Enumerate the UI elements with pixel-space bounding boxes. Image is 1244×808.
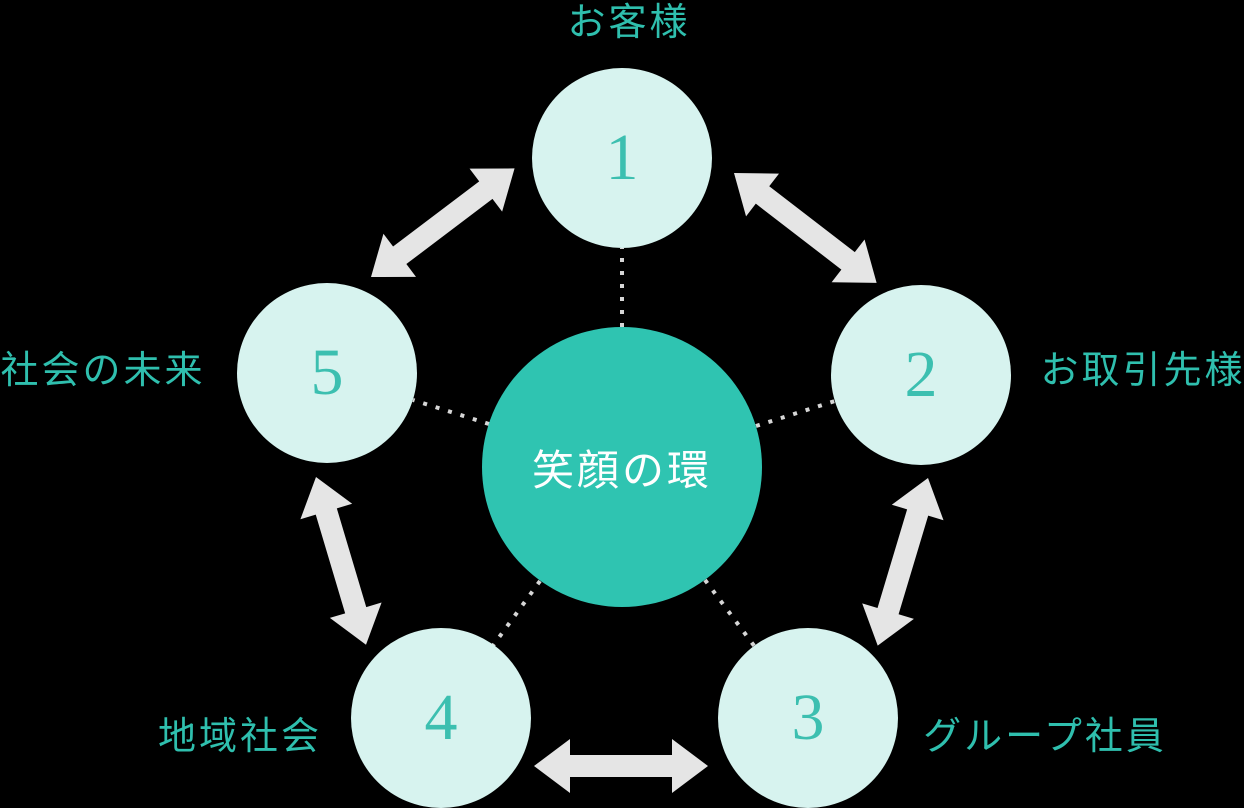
node-number-5: 5 [310,336,344,409]
double-arrow-1-2 [734,173,877,283]
node-label-1: お客様 [567,2,691,44]
dotted-connector-center-3 [703,578,757,649]
node-label-4: 地域社会 [157,716,323,758]
dotted-connector-center-4 [490,579,542,649]
dotted-connector-center-5 [412,398,490,426]
double-arrow-2-3 [862,478,944,646]
double-arrow-4-3 [534,739,708,793]
center-circle: 笑顔の環 [482,327,762,607]
node-circle-2: 2 [831,285,1011,465]
node-number-1: 1 [605,121,639,194]
double-arrow-5-4 [300,477,382,645]
center-label: 笑顔の環 [531,448,712,495]
node-number-2: 2 [904,338,938,411]
node-label-2: お取引先様 [1040,350,1244,392]
double-arrow-5-1 [371,168,515,277]
node-label-5: 社会の未来 [0,350,206,392]
node-circle-5: 5 [237,283,417,463]
node-number-4: 4 [424,681,458,754]
node-label-3: グループ社員 [923,716,1167,758]
node-number-3: 3 [791,681,825,754]
node-circle-4: 4 [351,628,531,808]
node-circle-1: 1 [532,68,712,248]
dotted-connector-center-2 [755,399,836,428]
node-circle-3: 3 [718,628,898,808]
